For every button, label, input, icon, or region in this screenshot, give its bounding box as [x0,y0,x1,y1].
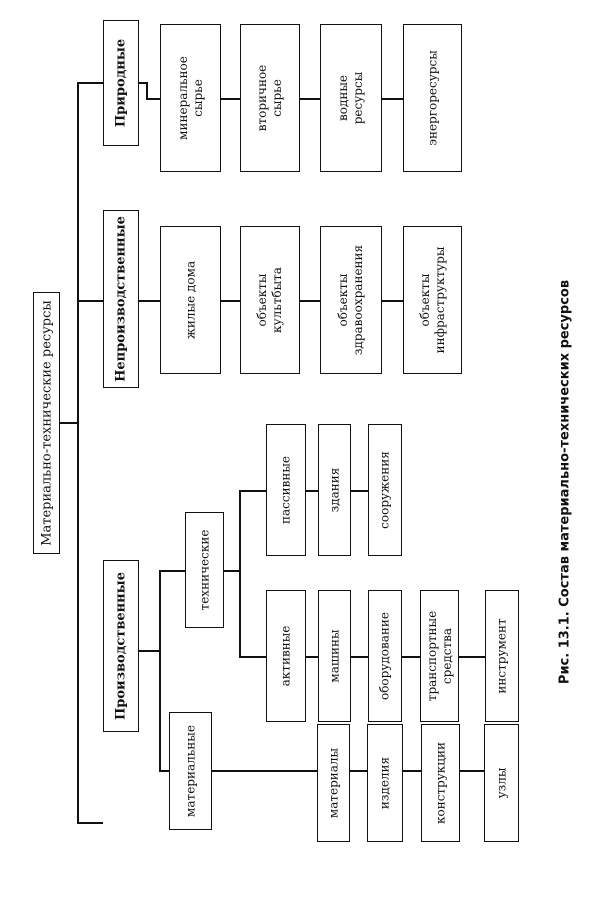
node-izdeliya: изделия [367,724,403,842]
connector [239,490,241,658]
connector [382,98,403,100]
node-label: сооружения [377,451,392,529]
connector [221,98,240,100]
root-label: Материально-технические ресурсы [39,300,54,546]
connector [77,82,103,84]
node-label: материальные [183,725,197,817]
node-neproizvodstvennye: Непроизводственные [103,210,139,388]
node-label: технические [197,529,211,611]
connector [221,300,240,302]
connector [146,82,148,100]
connector [139,82,147,84]
connector [159,570,185,572]
connector [350,770,367,772]
node-label: оборудование [377,611,392,701]
connector [239,656,266,658]
connector [306,490,318,492]
connector [239,490,266,492]
node-zdaniya: здания [318,424,351,556]
node-prirodnye: Природные [103,20,139,146]
node-instrument: инструмент [485,590,519,722]
connector [77,300,103,302]
node-konstruktsii: конструкции [421,724,460,842]
node-label: машины [327,629,341,683]
connector [402,656,420,658]
node-sooruzheniya: сооружения [368,424,402,556]
root-node: Материально-технические ресурсы [33,292,60,554]
node-label: конструкции [433,741,447,825]
connector [60,422,78,424]
node-tekhnicheskie: технические [185,512,224,628]
node-label: инструмент [494,618,509,694]
node-materialy: материалы [317,724,350,842]
node-label: энергоресурсы [425,50,439,146]
connector [460,770,484,772]
connector [77,822,103,824]
figure-caption: Рис. 13.1. Состав материально-технически… [557,279,573,685]
node-label: пассивные [278,456,293,524]
node-proizvodstvennye: Производственные [103,560,139,732]
connector [212,770,317,772]
node-passivnye: пассивные [266,424,306,556]
connector [139,650,160,652]
node-label: узлы [494,767,508,799]
connector [306,656,318,658]
node-label: изделия [377,756,392,810]
node-label: Природные [113,38,129,128]
node-energoresursy: энергоресурсы [403,24,462,172]
node-aktivnye: активные [266,590,306,722]
node-mashiny: машины [318,590,351,722]
connector [403,770,421,772]
node-oborudovanie: оборудование [368,590,402,722]
node-label: активные [278,625,293,687]
node-label: жилые дома [183,260,197,340]
connector [459,656,485,658]
connector [224,570,240,572]
node-label: здания [327,467,341,513]
connector [300,98,320,100]
connector [382,300,403,302]
connector [146,98,160,100]
connector [159,770,169,772]
node-label: Производственные [113,572,129,720]
connector [159,570,161,772]
node-materialnye: материальные [169,712,212,830]
node-uzly: узлы [484,724,519,842]
connector [77,82,79,824]
connector [351,656,368,658]
connector [139,300,160,302]
node-label: Непроизводственные [113,216,129,382]
node-zhilye-doma: жилые дома [160,226,221,374]
connector [300,300,320,302]
connector [351,490,368,492]
node-label: материалы [326,747,340,819]
